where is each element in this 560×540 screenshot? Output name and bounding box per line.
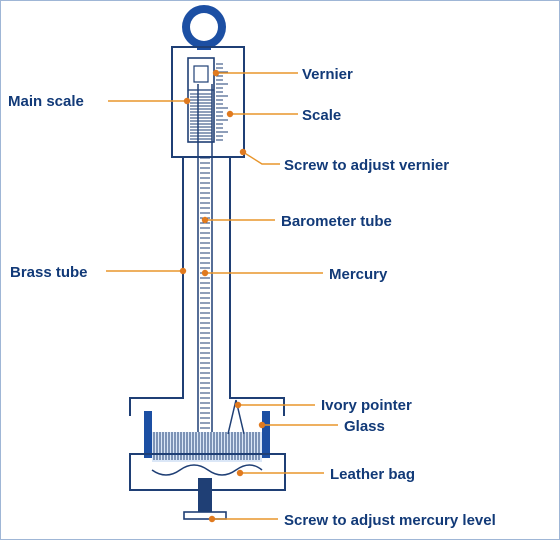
mercury-adjust-screw xyxy=(183,478,227,520)
dot-mercury xyxy=(201,269,209,277)
leader-dots xyxy=(179,69,266,523)
dot-screw-mercury xyxy=(208,515,216,523)
dot-screw-vernier xyxy=(239,148,247,156)
label-scale: Scale xyxy=(302,107,341,124)
leader-lines xyxy=(106,72,338,520)
vernier-graduations xyxy=(216,63,228,141)
dot-leather-bag xyxy=(236,469,244,477)
dot-main-scale xyxy=(183,97,191,105)
reservoir-graduations xyxy=(153,432,260,460)
label-ivory-pointer: Ivory pointer xyxy=(321,397,412,414)
dot-scale xyxy=(226,110,234,118)
scale-housing xyxy=(171,46,245,158)
tube-graduations xyxy=(200,157,210,429)
label-main-scale: Main scale xyxy=(8,93,84,110)
label-vernier: Vernier xyxy=(302,66,353,83)
label-mercury: Mercury xyxy=(329,266,388,283)
label-screw-adjust-vernier: Screw to adjust vernier xyxy=(284,157,449,174)
dot-glass xyxy=(258,421,266,429)
main-scale-graduations xyxy=(190,93,212,140)
label-leather-bag: Leather bag xyxy=(330,466,415,483)
suspension-ring xyxy=(182,5,226,50)
label-glass: Glass xyxy=(344,418,385,435)
barometer-tube xyxy=(197,84,213,440)
dot-brass-tube xyxy=(179,267,187,275)
cistern-base xyxy=(129,453,286,491)
dot-ivory-pointer xyxy=(234,401,242,409)
leader-screw-vernier xyxy=(242,151,280,165)
cistern-flange xyxy=(129,380,285,416)
label-screw-adjust-mercury: Screw to adjust mercury level xyxy=(284,512,496,529)
labels: Vernier Main scale Scale Screw to adjust… xyxy=(8,66,496,529)
leather-bag xyxy=(151,464,263,476)
dot-barometer-tube xyxy=(201,216,209,224)
glass-cylinder xyxy=(144,411,270,458)
dot-vernier xyxy=(212,69,220,77)
label-barometer-tube: Barometer tube xyxy=(281,213,392,230)
label-brass-tube: Brass tube xyxy=(10,264,88,281)
